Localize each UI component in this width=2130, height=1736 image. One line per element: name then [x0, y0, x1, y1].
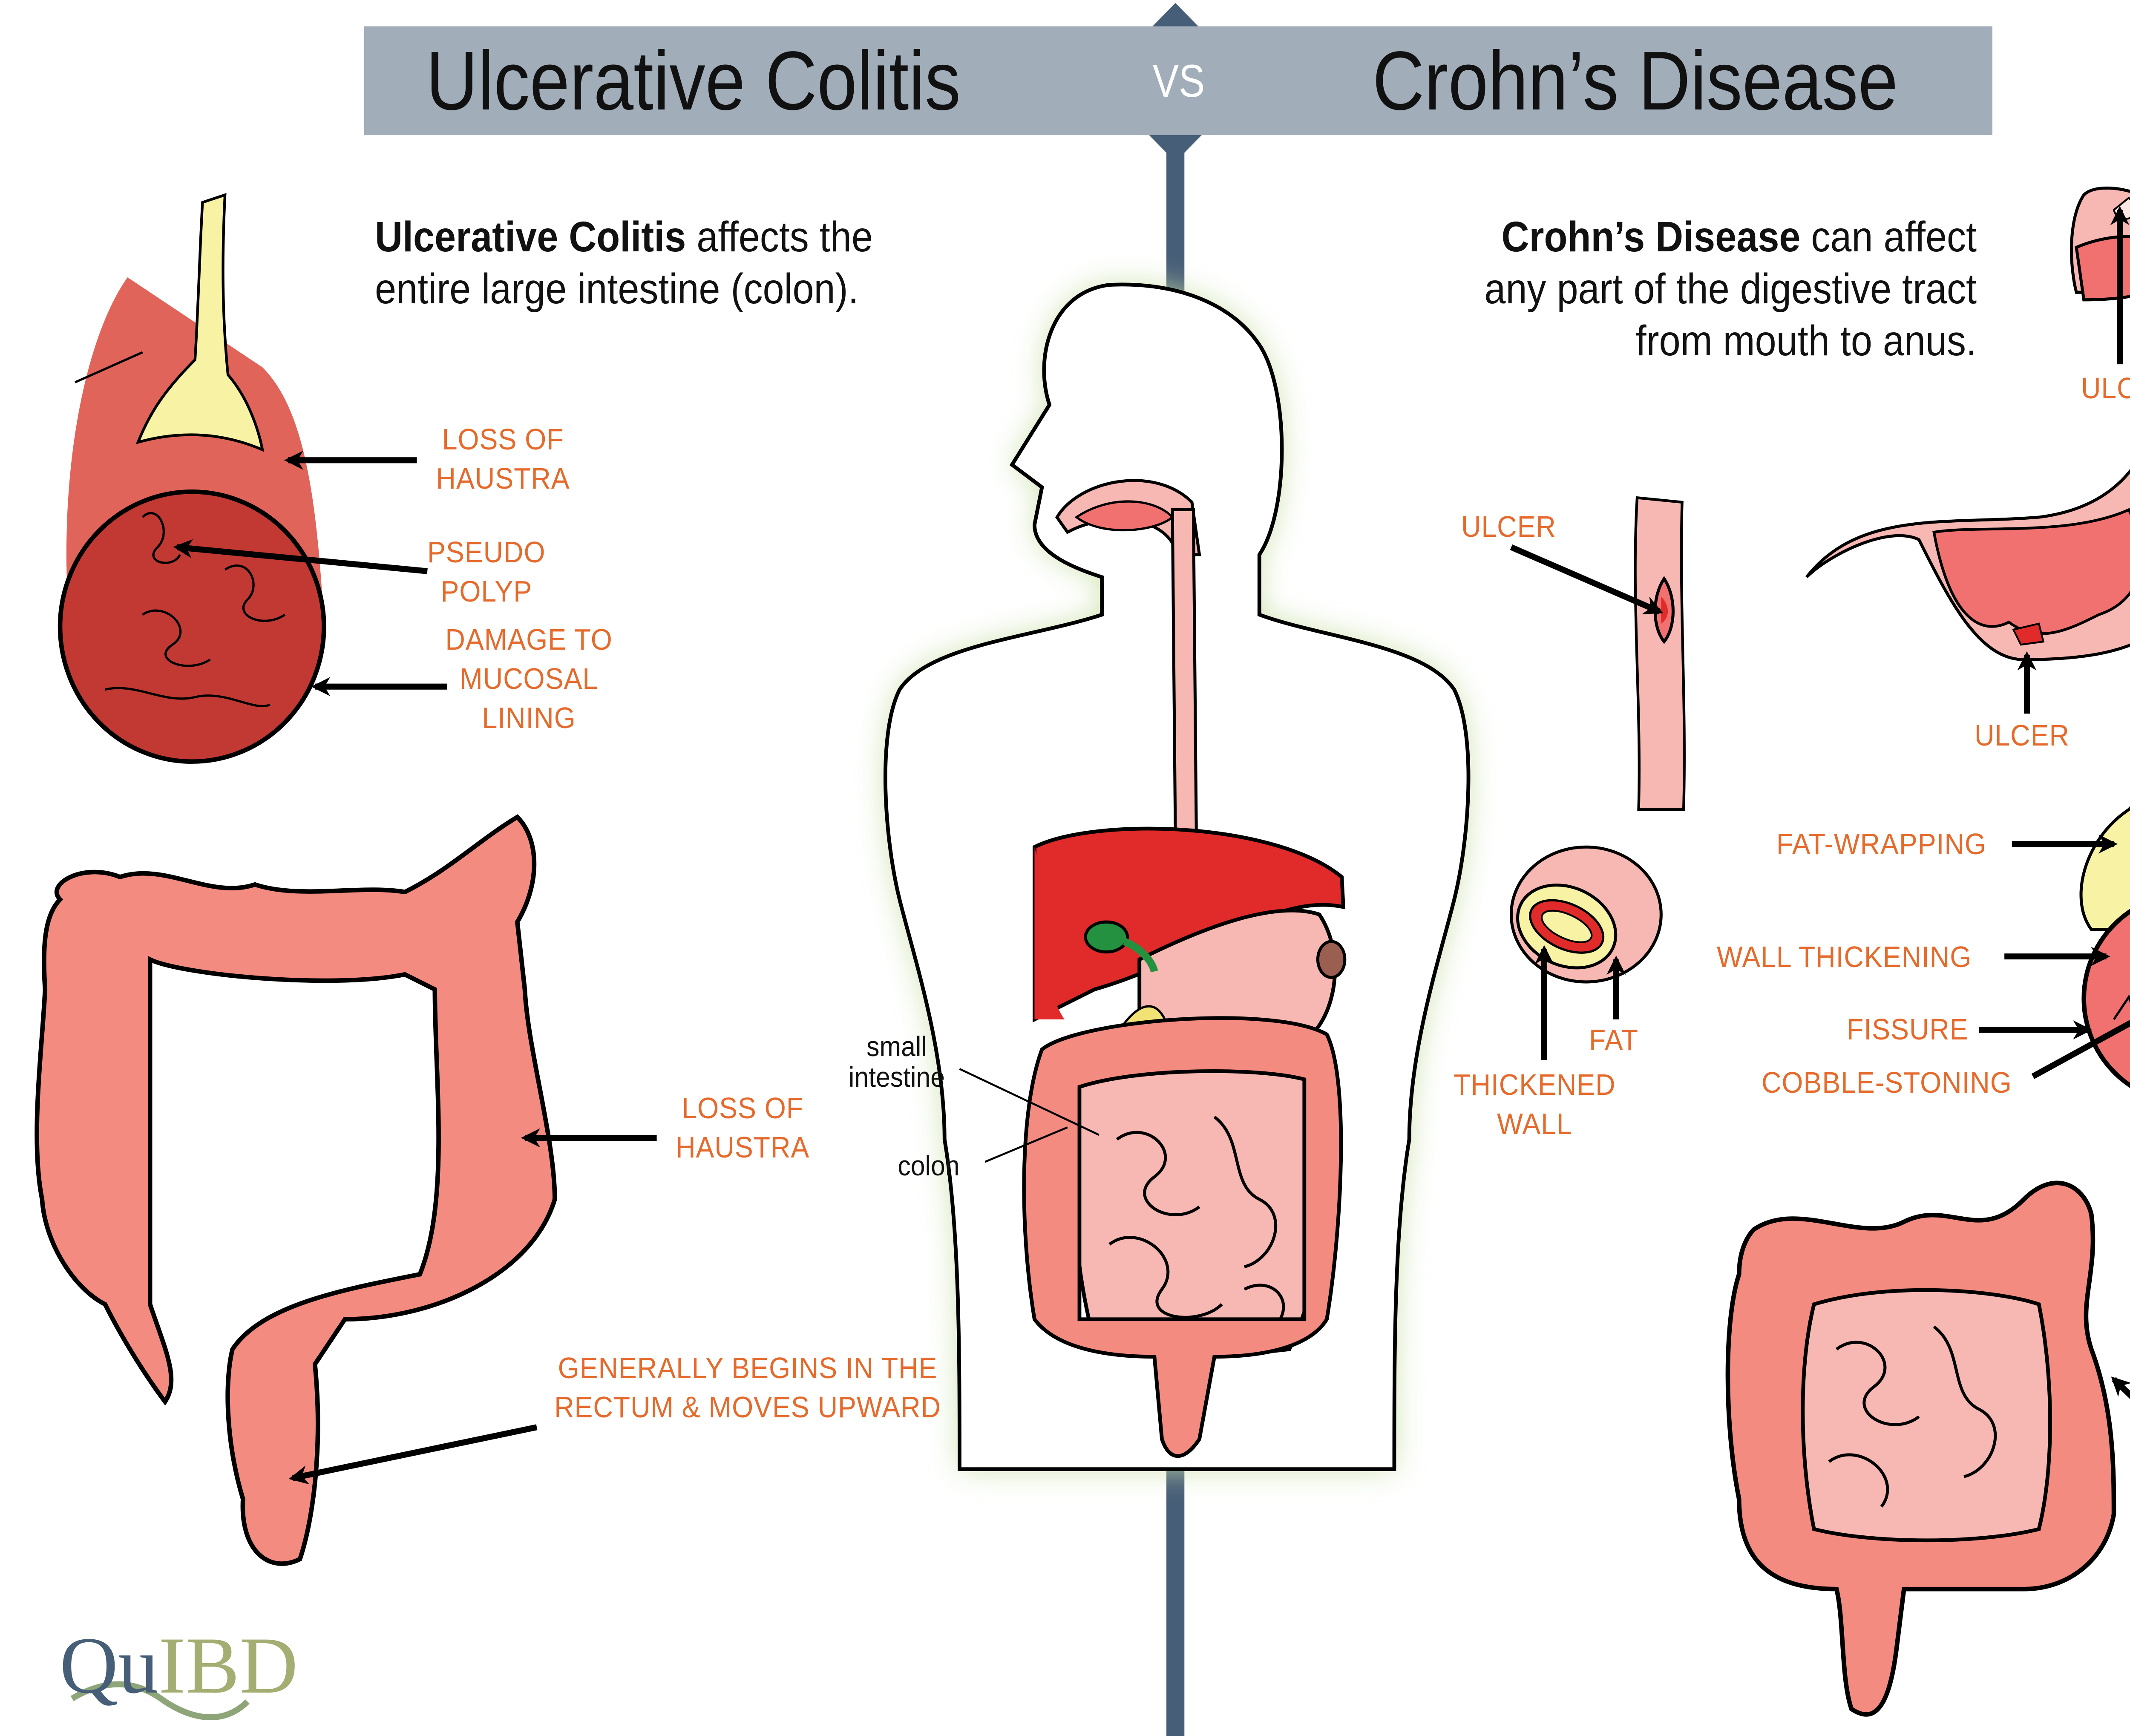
cd-label-fissure: FISSURE [1847, 1013, 1969, 1046]
uc-rectum-cross-section [58, 193, 326, 764]
uc-intro-bold: Ulcerative Colitis [375, 213, 686, 261]
cd-label-thickened-wall: THICKENED WALL [1454, 1068, 1616, 1140]
uc-label-damage-to-mucosal-lining: DAMAGE TO MUCOSAL LINING [445, 623, 613, 734]
label-colon: colon [898, 1150, 960, 1181]
cd-stomach-illustration [1805, 469, 2130, 661]
uc-intro-text: Ulcerative Colitis affects the entire la… [375, 211, 873, 315]
vs-label: VS [1152, 55, 1205, 107]
logo-swoosh [70, 1681, 250, 1721]
cd-stricture-arrow [2111, 1376, 2130, 1399]
small-intestine-pointer [959, 1068, 1100, 1136]
uc-label-pseudo-polyp: PSEUDO POLYP [427, 535, 546, 608]
uc-label-loss-of-haustra-top: LOSS OF HAUSTRA [436, 423, 570, 495]
cd-intro-bold: Crohn’s Disease [1501, 213, 1801, 261]
cd-intestine-illustration [1725, 1180, 2116, 1717]
cd-intro-line3: from mouth to anus. [1635, 317, 1977, 365]
cd-bowel-arrows [1979, 834, 2130, 1079]
header-bar [364, 26, 1992, 135]
cd-intro-line1: can affect [1800, 213, 1977, 261]
label-small-intestine: small intestine [848, 1031, 945, 1093]
uc-cross-section-arrows [173, 450, 447, 697]
cd-esophagus-ulcer-arrow [1510, 544, 1664, 615]
logo-ibd: IBD [158, 1621, 298, 1710]
cd-label-esophagus-ulcer: ULCER [1461, 510, 1556, 543]
cd-fat-wrapped-bowel [2079, 806, 2130, 1088]
uc-intro-line2: entire large intestine (colon). [375, 265, 859, 313]
quibd-logo: QuIBD [60, 1623, 298, 1708]
colon-pointer [984, 1126, 1068, 1163]
logo-qu: Qu [60, 1621, 159, 1710]
title-crohns-disease: Crohn’s Disease [1372, 34, 1898, 127]
cd-label-fat-wrapping: FAT-WRAPPING [1776, 827, 1986, 861]
cd-intestine-cross-section [1509, 845, 1663, 984]
uc-intro-line1: affects the [686, 213, 873, 261]
uc-label-begins-in-rectum: GENERALLY BEGINS IN THE RECTUM & MOVES U… [554, 1351, 941, 1424]
cd-label-ulcers: ULCERS [2081, 371, 2130, 405]
uc-colon-arrows [288, 1128, 657, 1485]
cd-label-cobble-stoning: COBBLE-STONING [1762, 1066, 2012, 1099]
cd-intro-text: Crohn’s Disease can affect any part of t… [1484, 211, 1977, 367]
cd-esophagus-illustration [1634, 496, 1686, 811]
cd-label-stomach-ulcer: ULCER [1975, 719, 2070, 752]
human-body-figure [884, 282, 1471, 1471]
cd-intro-line2: any part of the digestive tract [1484, 265, 1977, 313]
cd-label-wall-thickening: WALL THICKENING [1717, 940, 1972, 973]
uc-label-loss-of-haustra-colon: LOSS OF HAUSTRA [676, 1091, 810, 1164]
cd-label-fat: FAT [1589, 1023, 1639, 1057]
title-ulcerative-colitis: Ulcerative Colitis [426, 34, 961, 127]
uc-colon-illustration [35, 814, 557, 1566]
